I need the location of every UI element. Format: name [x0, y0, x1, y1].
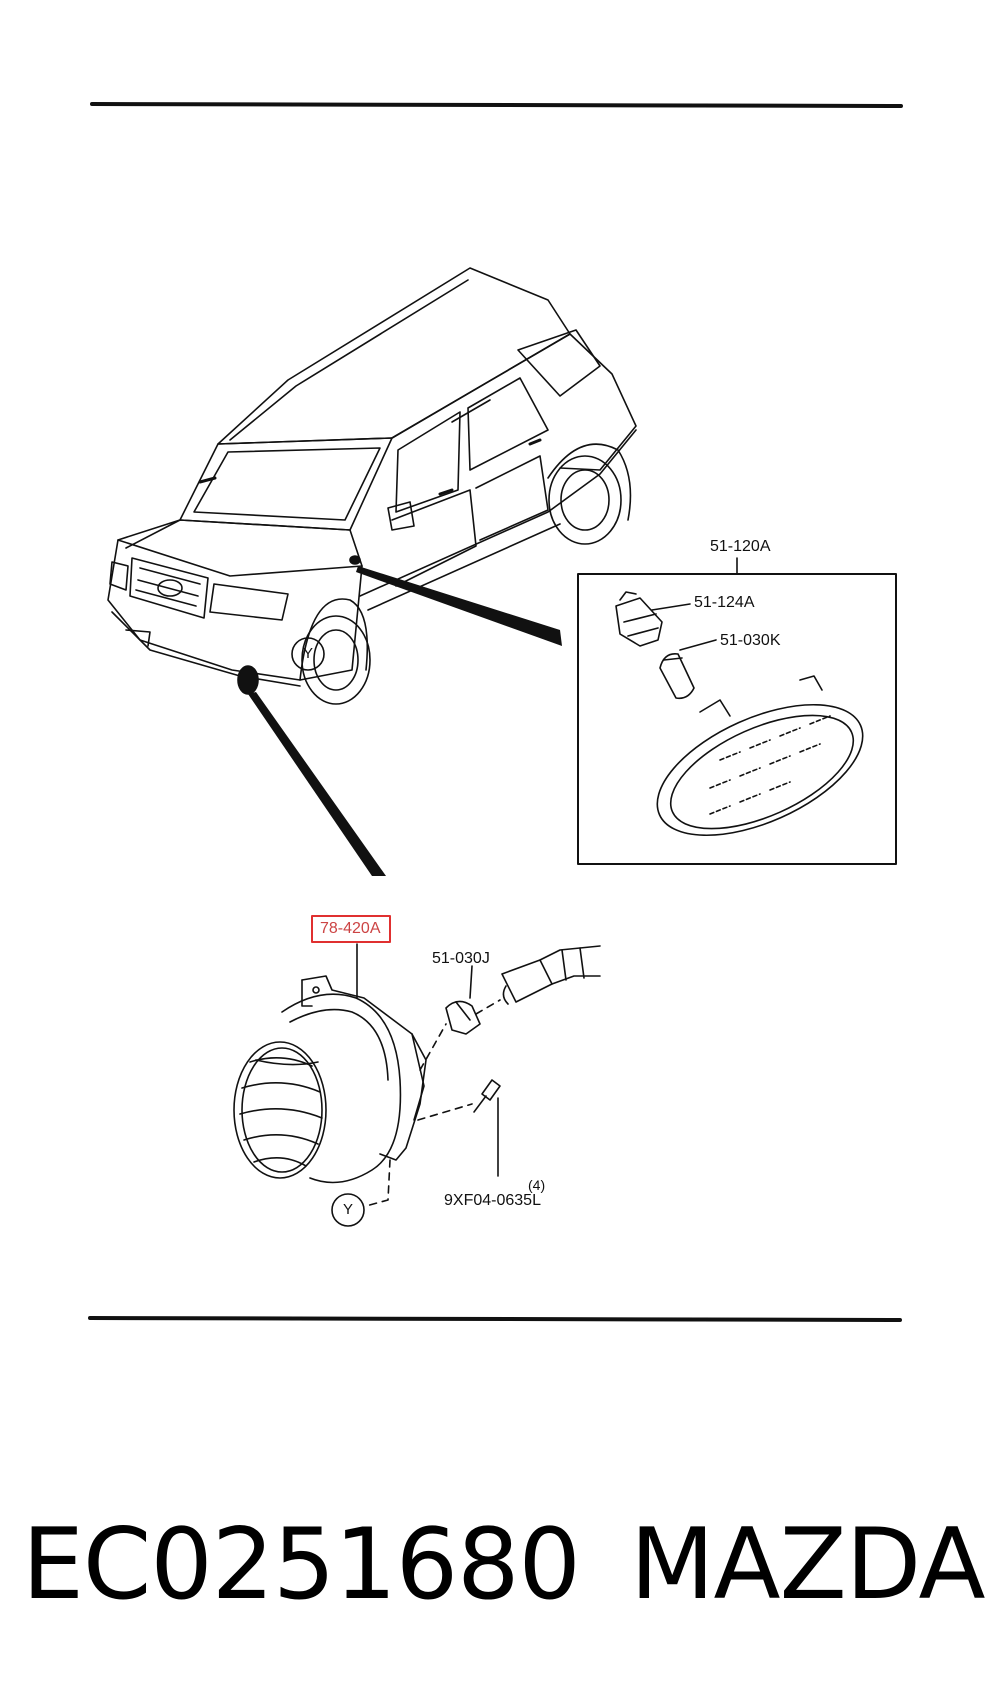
top-rule: [90, 102, 903, 108]
fog-lamp-drawing: [233, 975, 427, 1184]
leader-fog-lamp: [248, 692, 386, 876]
label-fog-lamp-assembly: 78-420A: [320, 920, 381, 937]
leader-side-marker: [356, 566, 562, 646]
callout-circle-lamp: [331, 1193, 365, 1227]
screw-drawing: [473, 1079, 501, 1177]
callout-circle-car: [291, 637, 325, 671]
dashed-leader-lamp: [365, 1159, 391, 1207]
label-side-marker-socket: 51-124A: [694, 594, 755, 611]
highlight-box: [311, 915, 391, 943]
dashed-leader-screw: [417, 1103, 473, 1121]
dashed-leader-bulb: [419, 1023, 447, 1071]
vehicle-drawing: [107, 267, 637, 705]
side-marker-detail-box: [577, 573, 897, 865]
dashed-leader-socket: [475, 999, 501, 1015]
fog-lamp-socket-drawing: [501, 945, 601, 1005]
callout-label-car: Y: [302, 645, 313, 662]
brand-name: MAZDA: [630, 1508, 986, 1622]
label-side-marker-assembly: 51-120A: [710, 538, 771, 555]
side-marker-socket-drawing: [615, 591, 691, 647]
side-marker-lens-drawing: [656, 675, 864, 837]
label-screw-quantity: (4): [528, 1177, 546, 1193]
label-side-marker-bulb: 51-030K: [720, 632, 781, 649]
label-fog-lamp-bulb: 51-030J: [432, 950, 490, 967]
footer: EC0251680 MAZDA: [0, 1500, 991, 1630]
label-screw-part: 9XF04-0635L: [444, 1192, 541, 1209]
part-number: EC0251680: [22, 1508, 581, 1622]
callout-label-lamp: Y: [342, 1201, 353, 1218]
bottom-rule: [88, 1316, 902, 1322]
side-marker-bulb-drawing: [659, 639, 717, 700]
fog-lamp-bulb-drawing: [445, 965, 481, 1035]
